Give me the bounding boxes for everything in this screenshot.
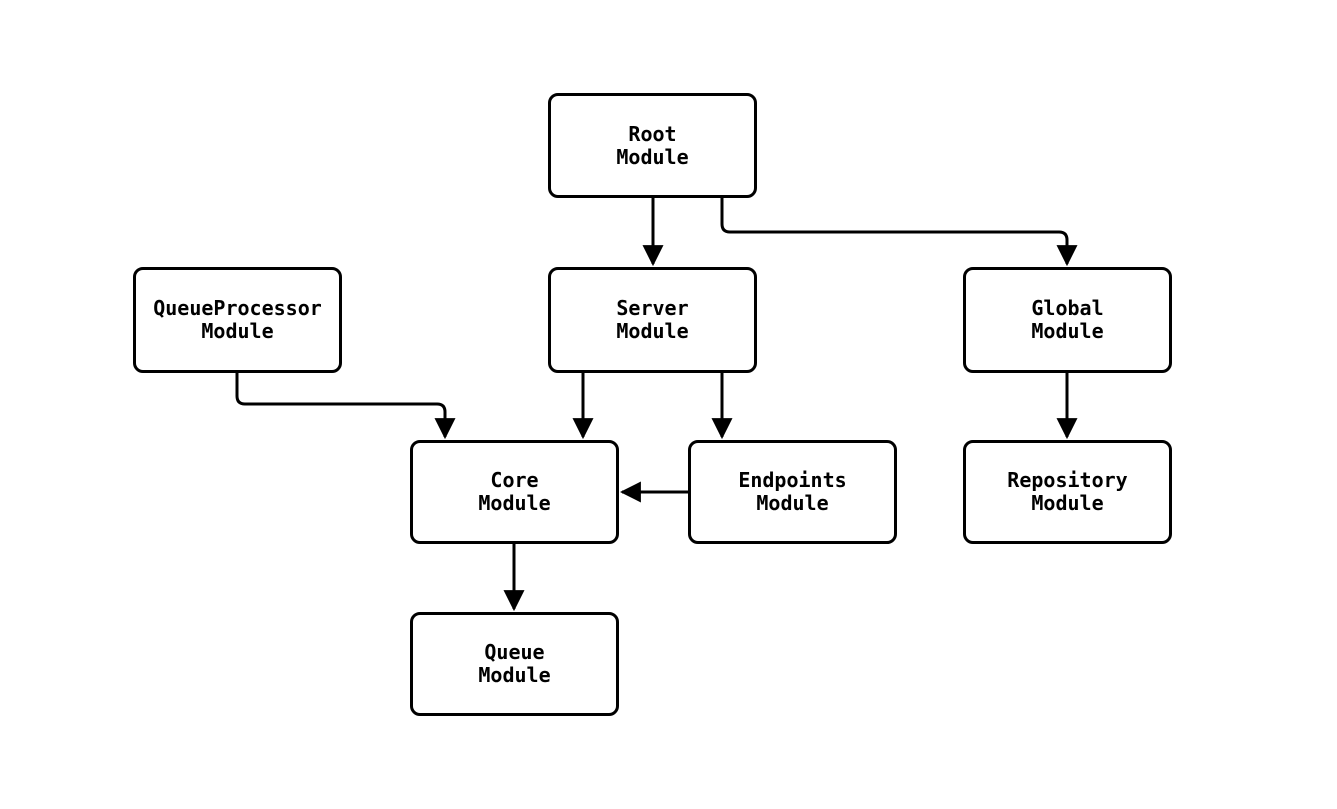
node-repository-module: Repository Module (963, 440, 1172, 544)
node-queueprocessor-module-label: QueueProcessor Module (153, 296, 322, 343)
node-queue-module: Queue Module (410, 612, 619, 716)
node-server-module-label: Server Module (616, 296, 689, 343)
node-core-module-label: Core Module (478, 468, 551, 515)
edge-queueprocessor-to-core (235, 373, 456, 440)
node-global-module-label: Global Module (1031, 296, 1104, 343)
node-global-module: Global Module (963, 267, 1172, 373)
node-repository-module-label: Repository Module (1007, 468, 1128, 515)
node-endpoints-module-label: Endpoints Module (738, 468, 847, 515)
node-queue-module-label: Queue Module (478, 640, 551, 687)
node-root-module: Root Module (548, 93, 757, 198)
node-core-module: Core Module (410, 440, 619, 544)
edge-root-to-global (720, 198, 1078, 267)
node-endpoints-module: Endpoints Module (688, 440, 897, 544)
node-queueprocessor-module: QueueProcessor Module (133, 267, 342, 373)
node-root-module-label: Root Module (616, 121, 689, 169)
node-server-module: Server Module (548, 267, 757, 373)
